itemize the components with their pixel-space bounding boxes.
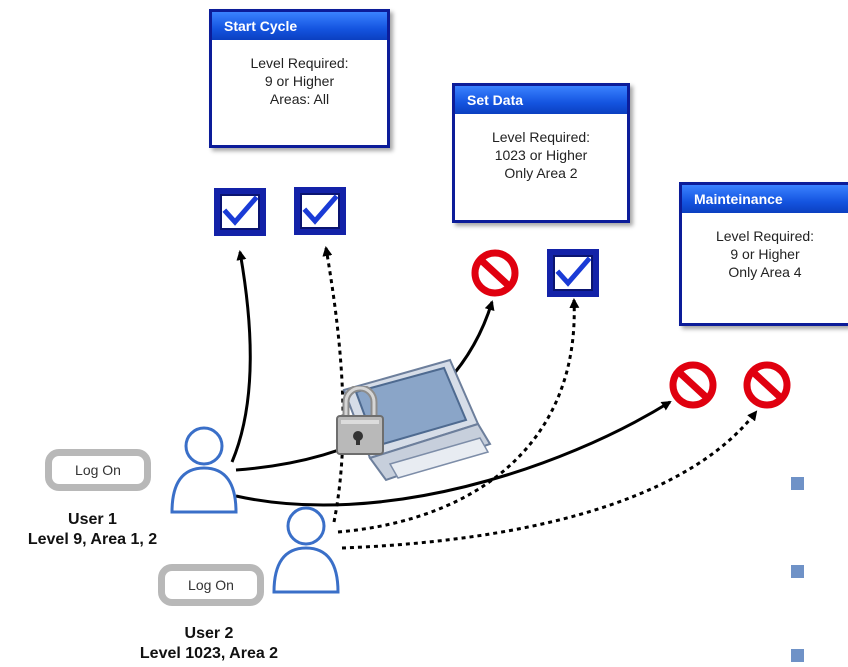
user-label: User 2 Level 1023, Area 2	[100, 624, 318, 664]
arrow-user1-maintenance	[235, 400, 672, 507]
requirement-line: Only Area 2	[504, 165, 578, 181]
checkbox-checked-icon	[214, 188, 266, 236]
arrow-user2-start-cycle	[322, 246, 345, 523]
user-icon	[272, 506, 340, 594]
permission-title: Mainteinance	[682, 185, 848, 213]
requirement-line: 1023 or Higher	[494, 147, 588, 163]
requirement-line: Only Area 4	[728, 264, 802, 280]
permission-requirements: Level Required: 9 or Higher Only Area 4	[682, 213, 848, 281]
user-name: User 2	[184, 625, 234, 642]
requirement-line: Level Required:	[250, 55, 349, 71]
user-details: Level 1023, Area 2	[139, 645, 279, 662]
user-icon	[170, 426, 238, 514]
requirement-line: Level Required:	[491, 129, 591, 145]
user-details: Level 9, Area 1, 2	[27, 531, 158, 548]
prohibited-icon	[471, 249, 519, 297]
prohibited-icon	[743, 361, 791, 409]
arrow-user1-start-cycle	[230, 250, 252, 463]
permission-box-set-data: Set Data Level Required: 1023 or Higher …	[452, 83, 630, 223]
requirement-line: 9 or Higher	[264, 73, 335, 89]
prohibited-icon	[669, 361, 717, 409]
permission-box-start-cycle: Start Cycle Level Required: 9 or Higher …	[209, 9, 390, 148]
user-label: User 1 Level 9, Area 1, 2	[0, 510, 185, 550]
permission-box-maintenance: Mainteinance Level Required: 9 or Higher…	[679, 182, 848, 326]
padlock-icon	[336, 386, 384, 455]
checkbox-checked-icon	[294, 187, 346, 235]
arrow-user2-maintenance	[341, 410, 758, 550]
permission-title: Set Data	[455, 86, 627, 114]
permission-requirements: Level Required: 1023 or Higher Only Area…	[455, 114, 627, 182]
user-name: User 1	[68, 511, 117, 528]
checkbox-checked-icon	[547, 249, 599, 297]
requirement-line: 9 or Higher	[730, 246, 800, 262]
requirement-line: Level Required:	[715, 228, 815, 244]
permission-title: Start Cycle	[212, 12, 387, 40]
permission-requirements: Level Required: 9 or Higher Areas: All	[212, 40, 387, 108]
bullet-marker	[791, 649, 804, 662]
requirement-line: Areas: All	[269, 91, 330, 107]
logon-button-user2[interactable]: Log On	[158, 564, 264, 606]
logon-button-user1[interactable]: Log On	[45, 449, 151, 491]
bullet-marker	[791, 565, 804, 578]
bullet-marker	[791, 477, 804, 490]
